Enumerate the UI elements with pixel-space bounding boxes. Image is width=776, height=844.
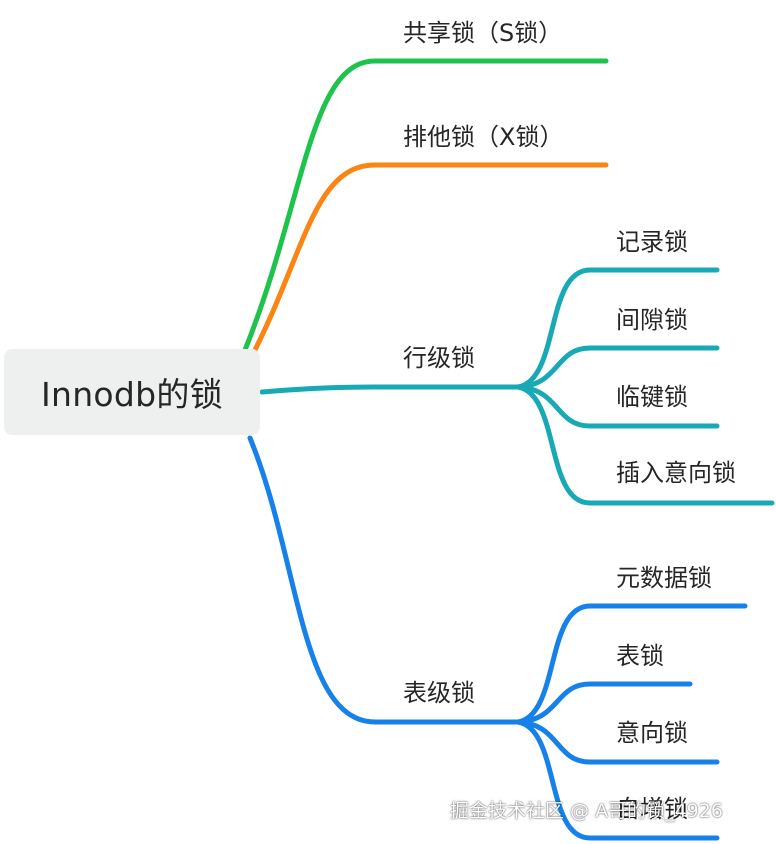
connector-row [259,384,521,395]
root-node[interactable]: Innodb的锁 [4,349,260,435]
watermark: 掘金技术社区 @ A哥的锁_4926 [450,800,723,822]
connector-shared [242,58,609,353]
connector-table [247,435,521,725]
connector-table-intent [515,719,720,765]
node-next-key-lock[interactable]: 临键锁 [616,383,688,411]
node-metadata-lock[interactable]: 元数据锁 [616,564,712,592]
node-row-level-lock[interactable]: 行级锁 [403,344,475,372]
connector-table-metadata [515,603,748,725]
connector-row-record [515,267,720,390]
node-table-level-lock[interactable]: 表级锁 [403,679,475,707]
node-record-lock[interactable]: 记录锁 [616,228,688,256]
connector-table-table [515,681,693,725]
connector-row-gap [515,345,720,390]
node-auto-inc-lock[interactable]: 自增锁 [616,795,688,823]
connector-row-nextkey [515,384,720,429]
node-insert-intention-lock[interactable]: 插入意向锁 [616,459,736,487]
connector-table-autoinc [515,719,720,841]
connector-row-insert [515,384,775,506]
connector-exclusive [252,162,609,353]
node-exclusive-lock[interactable]: 排他锁（X锁） [403,123,564,151]
node-intention-lock[interactable]: 意向锁 [616,719,688,747]
node-table-lock[interactable]: 表锁 [616,642,664,670]
node-gap-lock[interactable]: 间隙锁 [616,306,688,334]
node-shared-lock[interactable]: 共享锁（S锁） [403,19,563,47]
root-node-label: Innodb的锁 [40,375,224,414]
